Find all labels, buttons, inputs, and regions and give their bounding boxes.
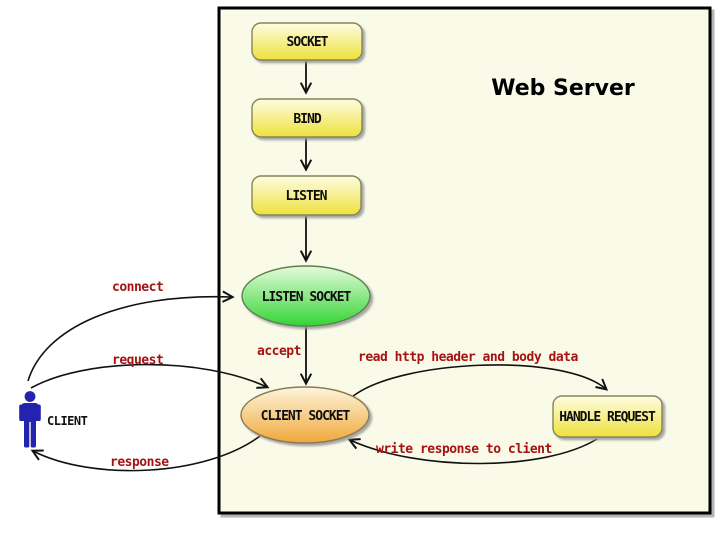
web-server-title: Web Server bbox=[491, 76, 635, 101]
edge-label-connect: connect bbox=[112, 280, 163, 295]
edge-label-read-http: read http header and body data bbox=[358, 350, 578, 365]
edge-label-response: response bbox=[110, 455, 169, 470]
node-listen-socket-label: LISTEN SOCKET bbox=[262, 290, 352, 305]
node-bind: BIND bbox=[251, 98, 363, 138]
node-socket-label: SOCKET bbox=[287, 35, 329, 50]
arrow-response bbox=[30, 435, 261, 472]
node-listen: LISTEN bbox=[251, 175, 362, 216]
arrow-request bbox=[30, 363, 270, 389]
edge-label-request: request bbox=[112, 353, 163, 368]
node-handle-request: HANDLE REQUEST bbox=[552, 395, 663, 438]
node-bind-label: BIND bbox=[293, 112, 321, 127]
node-client-socket: CLIENT SOCKET bbox=[240, 386, 370, 444]
arrow-write-response bbox=[347, 438, 598, 465]
node-socket: SOCKET bbox=[251, 22, 363, 61]
edge-label-write-response: write response to client bbox=[376, 442, 552, 457]
client-person-icon bbox=[19, 391, 41, 448]
node-listen-label: LISTEN bbox=[286, 189, 328, 204]
arrow-connect bbox=[27, 290, 235, 382]
node-handle-request-label: HANDLE REQUEST bbox=[559, 410, 656, 425]
node-client-socket-label: CLIENT SOCKET bbox=[261, 409, 351, 424]
arrow-read-request bbox=[351, 364, 609, 398]
node-listen-socket: LISTEN SOCKET bbox=[241, 265, 371, 327]
client-label: CLIENT bbox=[47, 414, 88, 428]
edge-label-accept: accept bbox=[257, 344, 301, 359]
